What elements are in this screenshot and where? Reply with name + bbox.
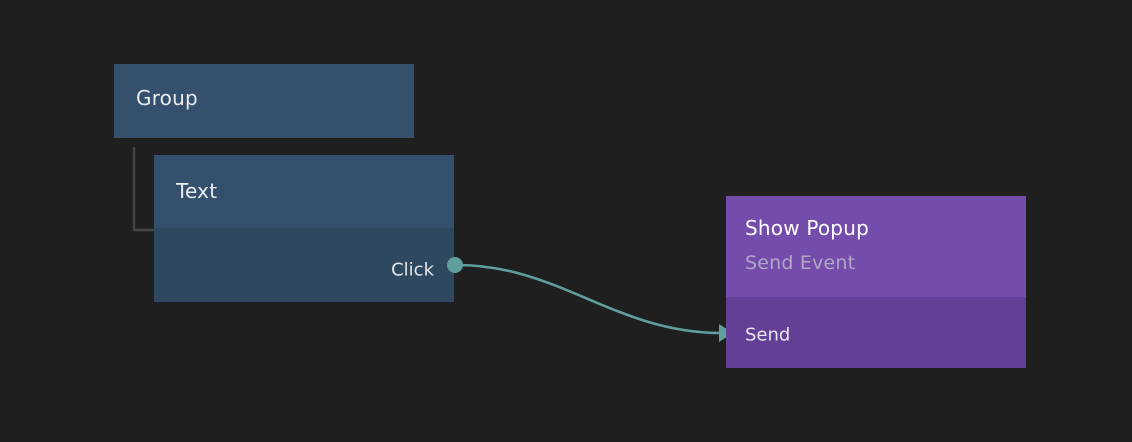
node-text[interactable]: Text Click	[154, 155, 454, 302]
node-show-popup-header[interactable]: Show Popup Send Event	[726, 196, 1026, 297]
node-text-body: Click	[154, 228, 454, 302]
node-show-popup-subtitle: Send Event	[745, 252, 856, 274]
port-dot-click[interactable]	[447, 257, 463, 273]
node-show-popup-body: Send	[726, 297, 1026, 368]
node-text-title: Text	[176, 179, 218, 203]
port-label-send: Send	[745, 324, 791, 346]
port-row-click[interactable]: Click	[391, 260, 434, 281]
tree-connector-group-to-text	[132, 147, 154, 232]
node-show-popup-title: Show Popup	[745, 216, 869, 240]
node-show-popup[interactable]: Show Popup Send Event Send	[726, 196, 1026, 368]
node-group[interactable]: Group	[114, 64, 414, 138]
port-label-click: Click	[391, 259, 434, 281]
node-text-header[interactable]: Text	[154, 155, 454, 228]
edge-click-to-send[interactable]	[455, 263, 724, 335]
port-row-send[interactable]: Send	[745, 325, 790, 346]
node-group-title: Group	[136, 86, 198, 110]
